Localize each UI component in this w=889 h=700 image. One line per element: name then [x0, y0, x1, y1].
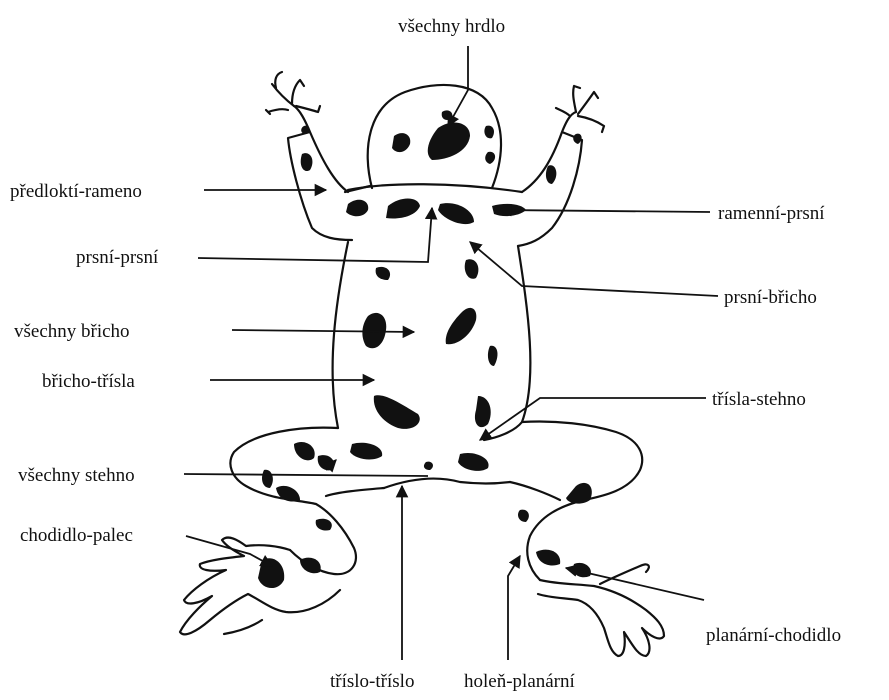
leader-plantar-sole: [566, 568, 704, 600]
label-groin-thigh: třísla-stehno: [712, 390, 806, 409]
dark-spots: [258, 110, 592, 588]
label-shin-plantar: holeň-planární: [464, 672, 575, 691]
left-hand-outline: [266, 72, 320, 114]
leader-sole-toe: [186, 536, 272, 566]
label-humeral-pectoral: ramenní-prsní: [718, 204, 825, 223]
leader-groin-thigh: [480, 398, 706, 440]
left-arm-outline: [288, 106, 352, 240]
label-groin-groin: třísl​o-třísl​o: [330, 672, 414, 691]
label-pectoral-pectoral: prsní-prsní: [76, 248, 158, 267]
shoulder-line: [348, 184, 522, 192]
label-abdomen-groin: břicho-třísla: [42, 372, 135, 391]
leader-abdomen: [232, 330, 414, 332]
leader-humeral-pectoral: [500, 210, 710, 212]
left-foot-outline: [180, 538, 340, 635]
label-pectoral-abdomen: prsní-břicho: [724, 288, 817, 307]
label-thigh: všechny stehno: [18, 466, 135, 485]
leader-shin-plantar: [508, 556, 520, 660]
torso-outline: [333, 242, 348, 428]
label-throat: všechny hrdlo: [398, 17, 505, 36]
leader-pectoral-abdomen: [470, 242, 718, 296]
right-foot-outline: [538, 580, 664, 656]
label-forearm-arm: předloktí-rameno: [10, 182, 142, 201]
label-sole-toe: chodidlo-palec: [20, 526, 133, 545]
label-plantar-sole: planární-chodidlo: [706, 626, 841, 645]
right-hand-outline: [556, 86, 604, 132]
leader-thigh: [184, 474, 428, 476]
label-abdomen: všechny břicho: [14, 322, 130, 341]
